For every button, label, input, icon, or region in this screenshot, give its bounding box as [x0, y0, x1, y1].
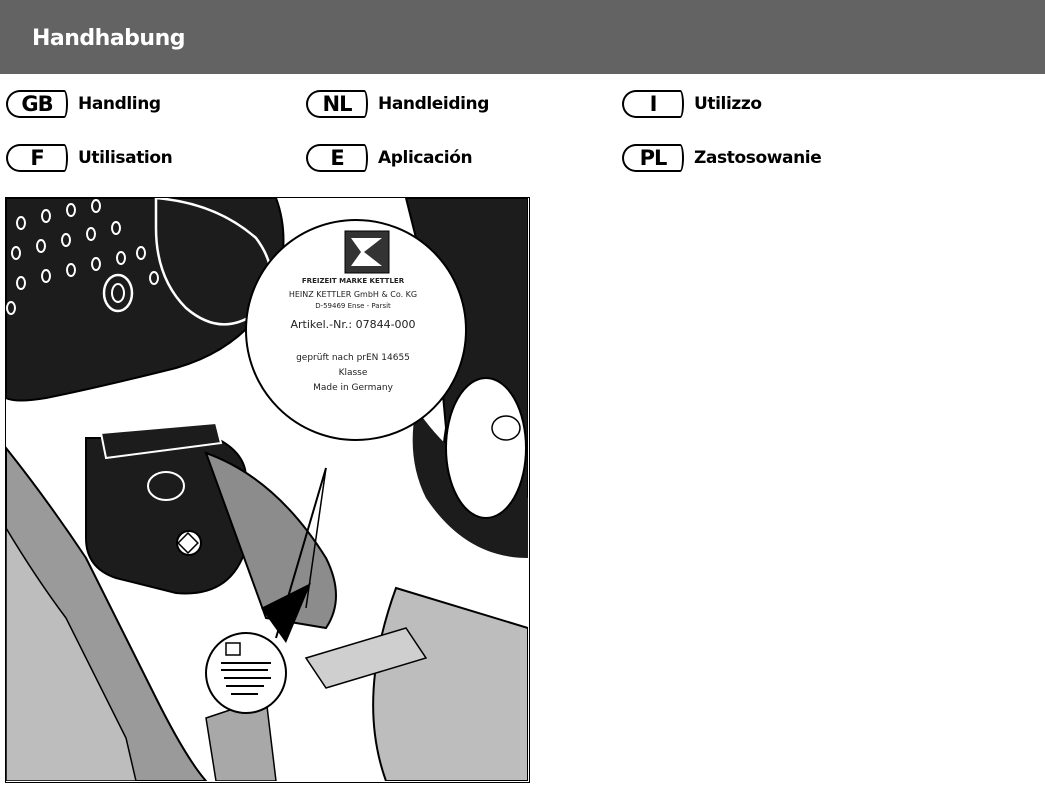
language-code: GB — [21, 92, 53, 116]
perforation-holes — [6, 199, 159, 315]
illustration-drawing — [6, 198, 528, 781]
language-label: Utilisation — [78, 148, 173, 168]
language-code: NL — [322, 92, 353, 116]
language-entry-e: E Aplicación — [306, 143, 473, 173]
language-entry-pl: PL Zastosowanie — [622, 143, 822, 173]
language-code: E — [330, 146, 344, 170]
arrow-icon — [261, 583, 311, 643]
language-entry-gb: GB Handling — [6, 89, 161, 119]
page-header: Handhabung — [0, 0, 1045, 74]
label-company-line: HEINZ KETTLER GmbH & Co. KG — [288, 290, 418, 299]
label-test-line: geprüft nach prEN 14655 — [296, 353, 410, 363]
language-badge-f: F — [6, 144, 68, 172]
language-label: Handleiding — [378, 94, 490, 114]
language-code: I — [649, 92, 658, 116]
label-class-line: Klasse — [338, 368, 368, 378]
language-badge-gb: GB — [6, 90, 68, 118]
language-badge-pl: PL — [622, 144, 684, 172]
magnified-label — [245, 219, 467, 441]
page-title: Handhabung — [32, 26, 186, 51]
language-code: F — [30, 146, 44, 170]
label-article-line: Artikel.-Nr.: 07844-000 — [290, 318, 416, 331]
label-brand-line: FREIZEIT MARKE KETTLER — [301, 277, 405, 285]
language-entry-i: I Utilizzo — [622, 89, 762, 119]
language-entry-nl: NL Handleiding — [306, 89, 489, 119]
label-origin-line: Made in Germany — [313, 383, 393, 393]
language-badge-i: I — [622, 90, 684, 118]
language-entry-f: F Utilisation — [6, 143, 173, 173]
language-badge-e: E — [306, 144, 368, 172]
language-label: Aplicación — [378, 148, 473, 168]
language-label: Handling — [78, 94, 161, 114]
language-code: PL — [639, 146, 668, 170]
language-label: Zastosowanie — [694, 148, 822, 168]
product-illustration: FREIZEIT MARKE KETTLER HEINZ KETTLER Gmb… — [5, 197, 530, 783]
language-label: Utilizzo — [694, 94, 762, 114]
language-badge-nl: NL — [306, 90, 368, 118]
label-address-line: D-59469 Ense - Parsit — [315, 302, 391, 310]
sticker-location — [205, 632, 287, 714]
